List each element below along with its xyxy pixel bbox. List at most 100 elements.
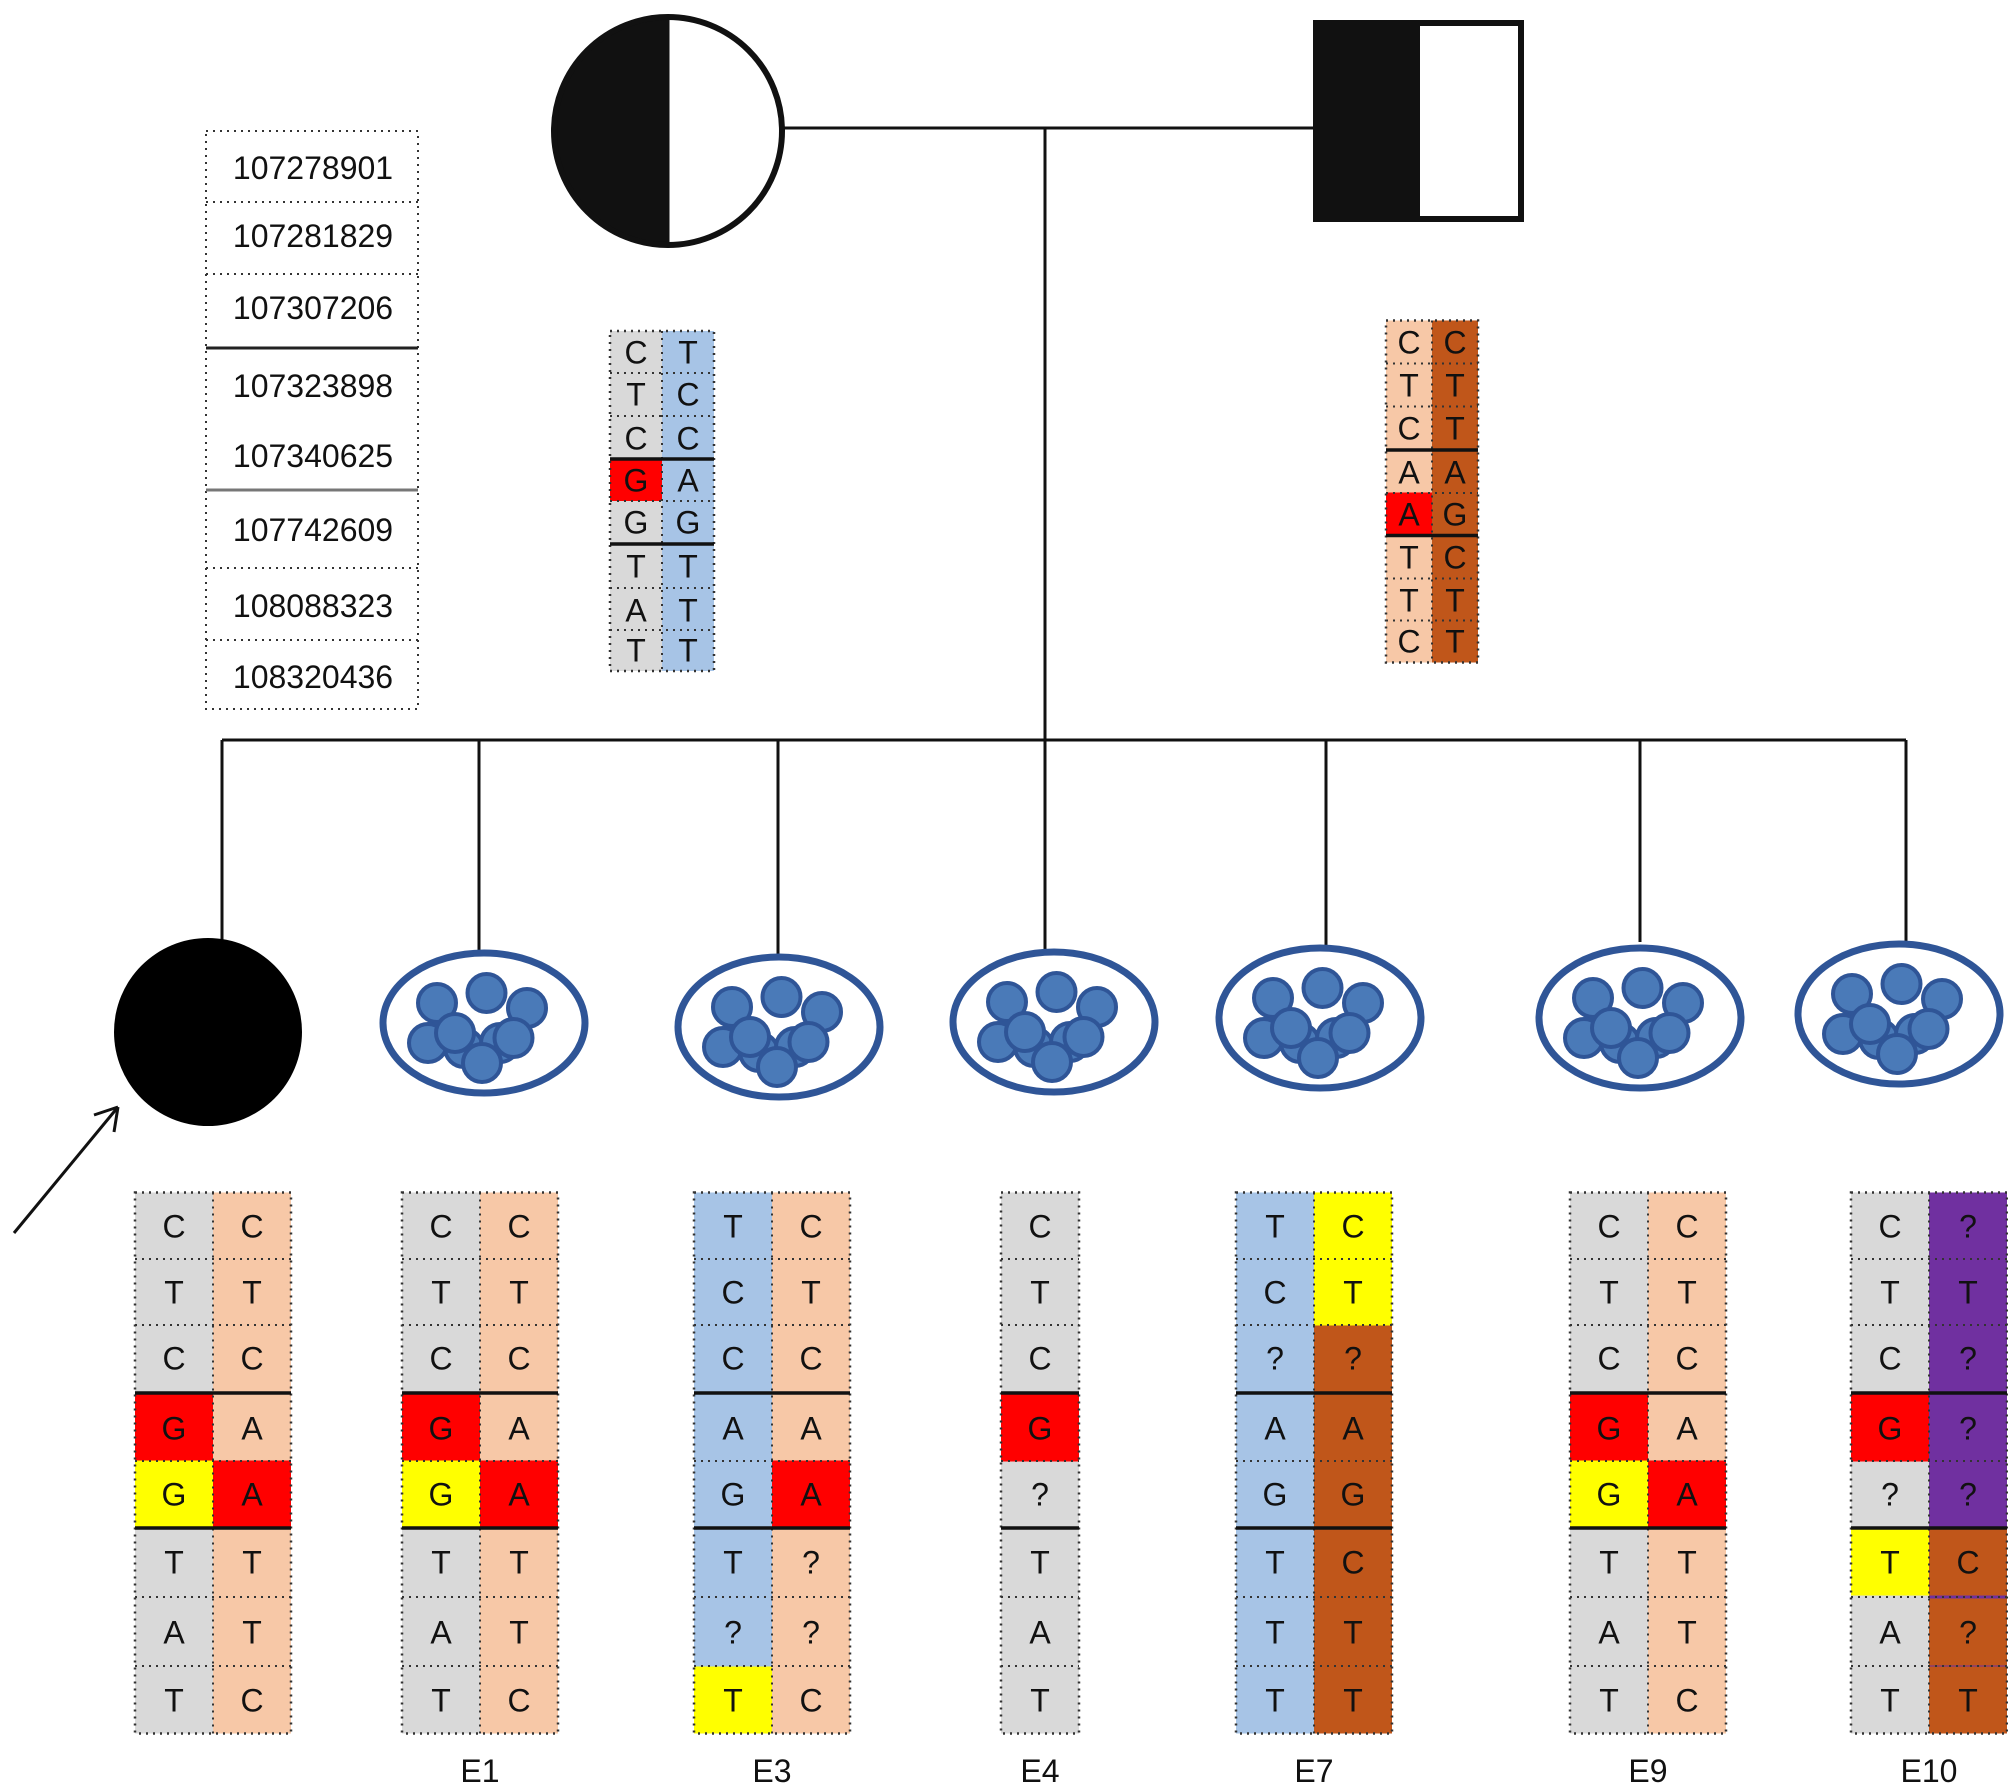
allele-label: C xyxy=(240,1209,263,1245)
highlighted-allele-cell xyxy=(1929,1666,2007,1734)
allele-label: G xyxy=(1341,1477,1366,1513)
highlighted-allele-cell xyxy=(213,1460,291,1528)
embryo-cell xyxy=(1297,1037,1339,1079)
embryo-icon xyxy=(674,953,884,1101)
father-affected-half xyxy=(1316,23,1420,219)
allele-label: G xyxy=(162,1477,187,1513)
highlighted-allele-cell xyxy=(1570,1460,1648,1528)
mother-carrier-symbol xyxy=(551,14,785,248)
allele-label: C xyxy=(429,1209,452,1245)
allele-label: T xyxy=(1445,411,1465,447)
allele-label: T xyxy=(723,1545,743,1581)
embryo-cell xyxy=(1270,1007,1312,1049)
embryo-cell xyxy=(1590,1007,1632,1049)
haplotype-column xyxy=(1386,320,1432,663)
highlighted-allele-cell xyxy=(135,1460,213,1528)
allele-label: C xyxy=(1397,411,1420,447)
allele-label: C xyxy=(507,1683,530,1719)
allele-label: C xyxy=(624,421,647,457)
allele-label: T xyxy=(626,377,646,413)
father-carrier-symbol xyxy=(1313,20,1524,222)
allele-label: C xyxy=(1341,1545,1364,1581)
embryo-label: E7 xyxy=(1294,1753,1333,1789)
embryo-label: E1 xyxy=(460,1753,499,1789)
allele-label: C xyxy=(1443,540,1466,576)
embryo-cell xyxy=(986,981,1028,1023)
allele-label: ? xyxy=(1344,1341,1362,1377)
embryo-cell xyxy=(1031,1041,1073,1083)
embryo-icon xyxy=(379,949,589,1097)
allele-label: C xyxy=(1028,1341,1051,1377)
highlighted-allele-cell xyxy=(1929,1528,2007,1596)
allele-label: T xyxy=(431,1275,451,1311)
allele-label: G xyxy=(162,1411,187,1447)
highlighted-allele-cell xyxy=(1929,1598,2007,1666)
allele-label: T xyxy=(1030,1275,1050,1311)
allele-label: ? xyxy=(1959,1209,1977,1245)
allele-label: C xyxy=(624,335,647,371)
allele-label: C xyxy=(507,1341,530,1377)
allele-label: G xyxy=(1597,1477,1622,1513)
allele-label: ? xyxy=(1881,1477,1899,1513)
allele-label: C xyxy=(162,1209,185,1245)
allele-label: A xyxy=(1264,1411,1286,1447)
haplotype-column xyxy=(1236,1192,1314,1734)
allele-label: T xyxy=(1445,583,1465,619)
allele-label: ? xyxy=(802,1545,820,1581)
allele-label: T xyxy=(1599,1275,1619,1311)
marker-position: 107340625 xyxy=(233,438,393,474)
highlighted-allele-cell xyxy=(1570,1394,1648,1462)
allele-label: A xyxy=(800,1411,822,1447)
allele-label: T xyxy=(1265,1615,1285,1651)
allele-label: T xyxy=(164,1683,184,1719)
allele-label: T xyxy=(1445,624,1465,660)
embryo-cell xyxy=(729,1016,771,1058)
allele-label: T xyxy=(1445,368,1465,404)
allele-label: T xyxy=(509,1275,529,1311)
allele-label: T xyxy=(431,1683,451,1719)
allele-label: T xyxy=(1399,540,1419,576)
allele-label: T xyxy=(626,633,646,669)
father-square xyxy=(1313,20,1524,222)
marker-position: 107323898 xyxy=(233,368,393,404)
allele-label: ? xyxy=(802,1615,820,1651)
allele-label: T xyxy=(1343,1275,1363,1311)
allele-label: C xyxy=(1443,325,1466,361)
embryo-cell xyxy=(1301,967,1344,1009)
marker-position: 107307206 xyxy=(233,290,393,326)
allele-label: C xyxy=(676,377,699,413)
allele-label: G xyxy=(721,1477,746,1513)
allele-label: A xyxy=(1598,1615,1620,1651)
allele-label: C xyxy=(676,421,699,457)
embryo-cell xyxy=(492,1017,535,1059)
allele-label: G xyxy=(1878,1411,1903,1447)
allele-label: T xyxy=(678,335,698,371)
allele-label: T xyxy=(509,1545,529,1581)
embryo-label: E10 xyxy=(1901,1753,1958,1789)
proband-arrow-head xyxy=(93,1105,120,1133)
allele-label: C xyxy=(1028,1209,1051,1245)
allele-label: T xyxy=(1958,1275,1978,1311)
allele-label: ? xyxy=(1031,1477,1049,1513)
allele-label: T xyxy=(1677,1545,1697,1581)
highlighted-allele-cell xyxy=(1386,492,1432,536)
allele-label: A xyxy=(1398,497,1420,533)
embryo-cell xyxy=(465,972,508,1014)
allele-label: A xyxy=(1676,1477,1698,1513)
embryo-icon xyxy=(1535,944,1745,1092)
embryo-cell xyxy=(756,1046,798,1088)
marker-position: 107278901 xyxy=(233,150,393,186)
embryo-cell xyxy=(1831,973,1873,1015)
allele-label: A xyxy=(1342,1411,1364,1447)
allele-label: A xyxy=(1676,1411,1698,1447)
highlighted-allele-cell xyxy=(1851,1394,1929,1462)
allele-label: A xyxy=(241,1477,263,1513)
allele-label: ? xyxy=(1959,1615,1977,1651)
allele-label: T xyxy=(1399,583,1419,619)
highlighted-allele-cell xyxy=(1851,1528,1929,1596)
allele-label: T xyxy=(1880,1545,1900,1581)
embryo-cell xyxy=(1328,1012,1371,1054)
